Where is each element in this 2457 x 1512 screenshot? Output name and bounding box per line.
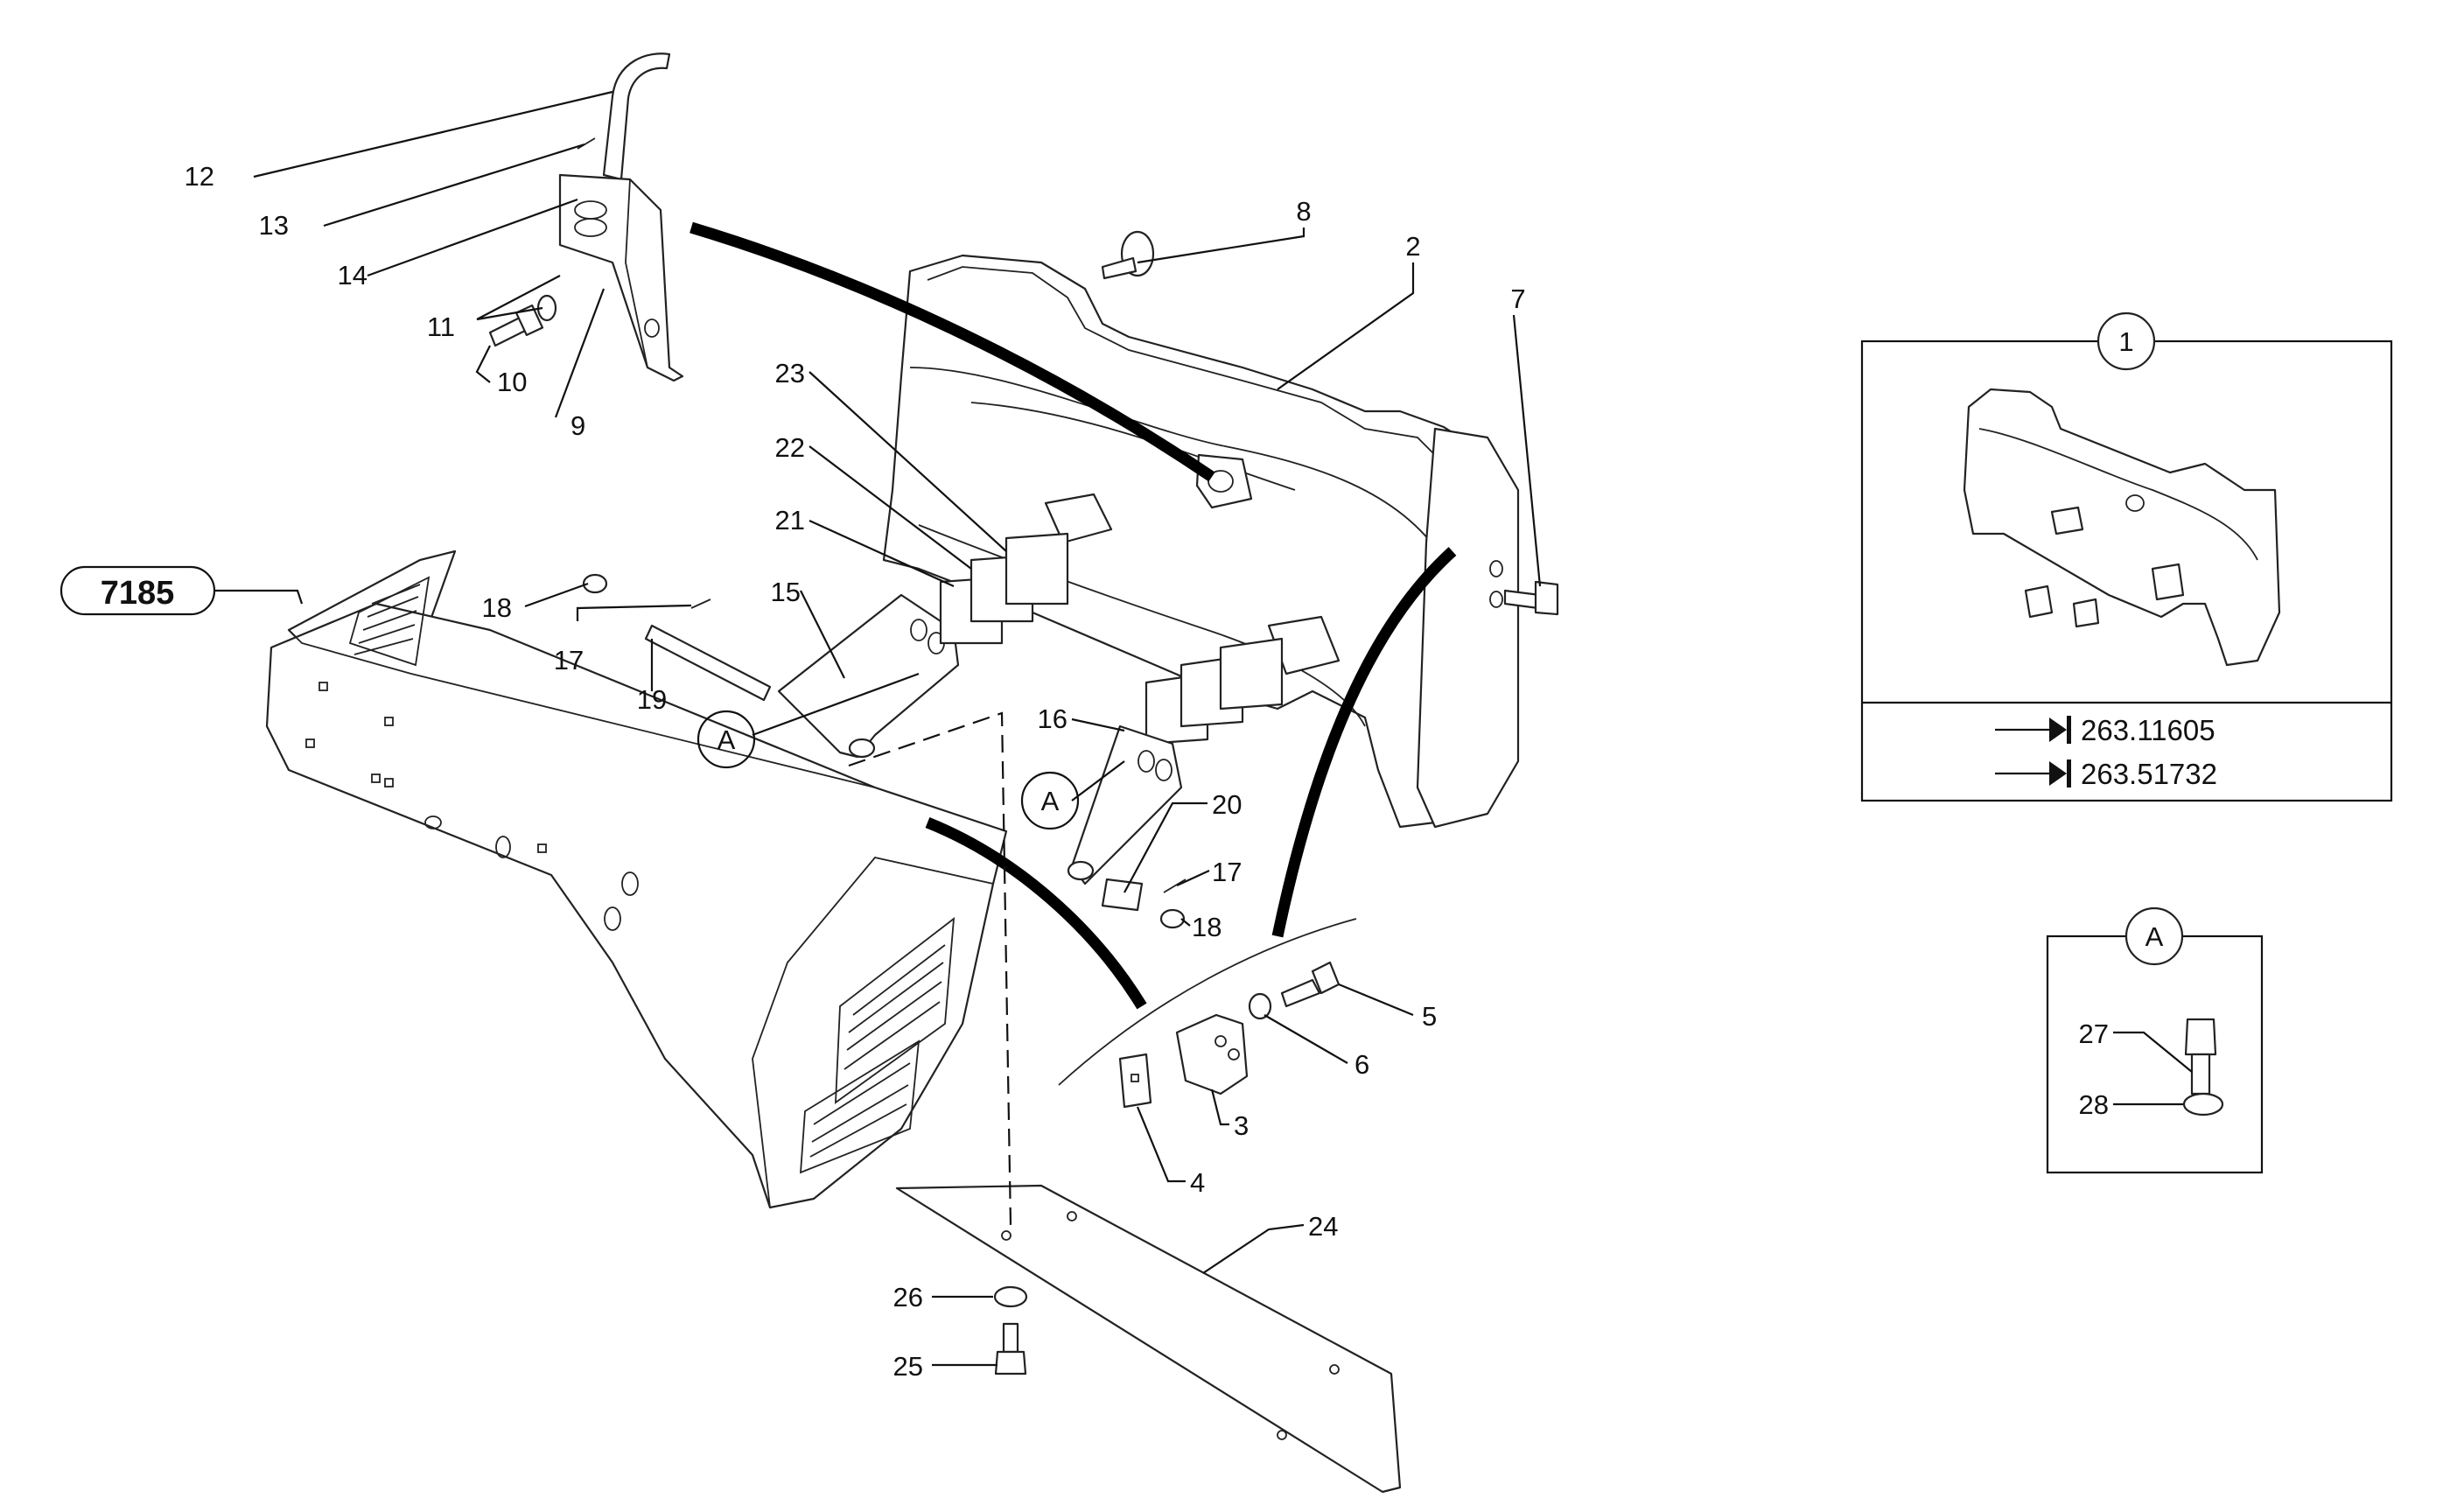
callout-11: 11: [427, 312, 455, 342]
washer-18-top: [582, 573, 608, 594]
screw-8: [1101, 230, 1155, 280]
detail-box-a: A 27 28: [2046, 906, 2264, 1174]
callout-9: 9: [570, 410, 585, 441]
callout-23: 23: [775, 358, 805, 388]
callout-17-low: 17: [1212, 857, 1242, 887]
alignment-line: [848, 711, 1012, 1226]
callout-6: 6: [1354, 1049, 1369, 1080]
detail-marker-a-mid: A: [1020, 771, 1080, 830]
shims-21-23: [939, 532, 1284, 746]
kit-box: 1 263.11605 263.51732: [1860, 312, 2393, 802]
callout-7: 7: [1510, 284, 1525, 314]
bolt-10: [488, 304, 544, 347]
washer-6: [1248, 992, 1272, 1020]
callout-26: 26: [893, 1282, 923, 1312]
callout-10: 10: [497, 367, 527, 397]
reference-badge: 7185: [60, 565, 304, 616]
callout-13: 13: [259, 210, 289, 241]
kit-code-row-1: 263.11605: [1995, 714, 2216, 746]
leader-lines: [253, 90, 1542, 1367]
callout-28: 28: [2079, 1089, 2109, 1120]
callout-20: 20: [1212, 789, 1242, 820]
section-curve-low: [925, 816, 1147, 1010]
callout-19: 19: [637, 684, 667, 715]
lever-handle: [602, 52, 671, 181]
bottom-strip: [895, 1184, 1402, 1494]
callout-14: 14: [338, 260, 368, 290]
callout-18-top: 18: [482, 592, 512, 623]
washer-26: [993, 1285, 1028, 1308]
callout-27: 27: [2079, 1018, 2109, 1049]
callout-22: 22: [775, 432, 805, 463]
callout-24: 24: [1308, 1211, 1338, 1242]
callout-2: 2: [1405, 231, 1420, 262]
callout-21: 21: [775, 505, 805, 536]
callout-16: 16: [1038, 704, 1068, 734]
section-curve-top: [690, 221, 1215, 482]
svg-text:A: A: [1041, 786, 1060, 816]
bracket-15: [777, 593, 960, 759]
detail-box-badge: A: [2146, 921, 2164, 952]
callout-15: 15: [771, 577, 801, 607]
kit-code-row-2: 263.51732: [1995, 758, 2217, 790]
bolt-5: [1280, 961, 1340, 1008]
kit-code-2: 263.51732: [2081, 758, 2217, 790]
callout-5: 5: [1422, 1001, 1437, 1032]
callout-25: 25: [893, 1351, 923, 1382]
vent-grille: [348, 576, 956, 1174]
pin-20: [1101, 878, 1186, 912]
kit-badge: 1: [2118, 326, 2133, 357]
pin-13: [577, 137, 596, 150]
bolt-27: [2184, 1018, 2217, 1096]
svg-text:A: A: [718, 724, 736, 755]
callout-3: 3: [1234, 1110, 1249, 1141]
kit-code-1: 263.11605: [2081, 714, 2216, 746]
hinge-bracket: [558, 173, 684, 382]
washer-18-low: [1159, 908, 1186, 929]
callout-18-low: 18: [1192, 912, 1222, 942]
washer-28: [2182, 1092, 2224, 1116]
callout-4: 4: [1190, 1167, 1205, 1198]
callout-8: 8: [1296, 196, 1311, 227]
pin-19: [644, 598, 772, 702]
section-curve-mid: [1271, 547, 1457, 938]
reference-number: 7185: [101, 575, 175, 612]
bolt-7: [1503, 580, 1559, 616]
bolt-25: [994, 1322, 1027, 1376]
detail-marker-a-left: A: [696, 710, 756, 769]
callout-12: 12: [185, 161, 214, 192]
chassis-frame: [265, 550, 1008, 1209]
plate-4: [1118, 1053, 1152, 1109]
block-3: [1175, 1013, 1249, 1096]
callout-labels: 12 13 14 11 10 9 8 2 7 23 22 21 15 18 17…: [185, 161, 1526, 1382]
kit-thumbnail: [1963, 388, 2281, 667]
bracket-16: [1067, 724, 1183, 886]
callout-17-top: 17: [554, 645, 584, 676]
